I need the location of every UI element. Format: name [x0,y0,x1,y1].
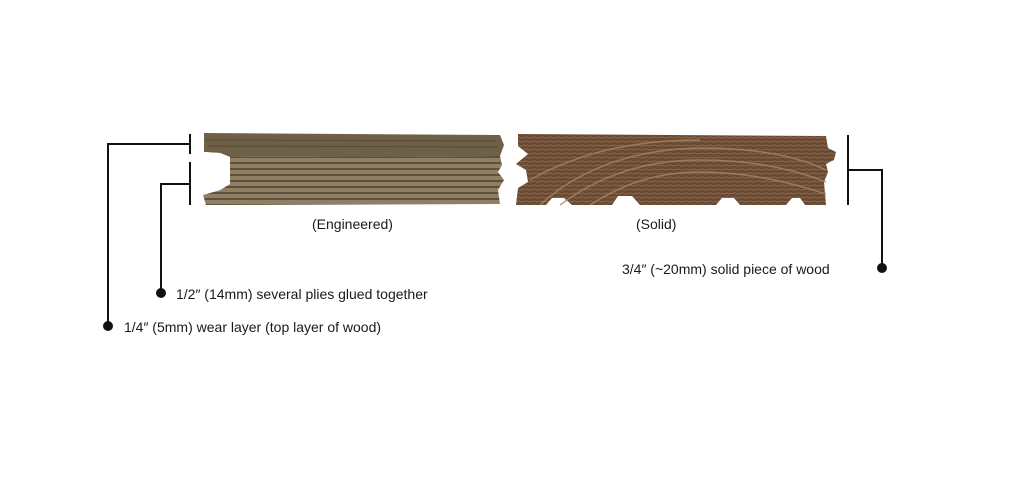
wear-layer-dot [103,321,113,331]
solid-board-growth-rings [529,139,827,206]
solid-caption: (Solid) [636,216,677,232]
engineered-board [203,133,504,205]
engineered-groove [203,152,230,195]
solid-dot [877,263,887,273]
plies-leader [160,162,191,293]
engineered-board-wear-layer [204,133,504,157]
wear-layer-callout-label: 1/4″ (5mm) wear layer (top layer of wood… [124,319,382,335]
wear-layer-leader [107,134,191,326]
plies-callout-label: 1/2″ (14mm) several plies glued together [176,286,428,302]
solid-board [516,134,836,206]
solid-leader [847,135,883,268]
engineered-board-core [203,156,504,205]
engineered-caption: (Engineered) [312,216,393,232]
solid-callout-label: 3/4″ (~20mm) solid piece of wood [622,261,830,277]
plies-dot [156,288,166,298]
